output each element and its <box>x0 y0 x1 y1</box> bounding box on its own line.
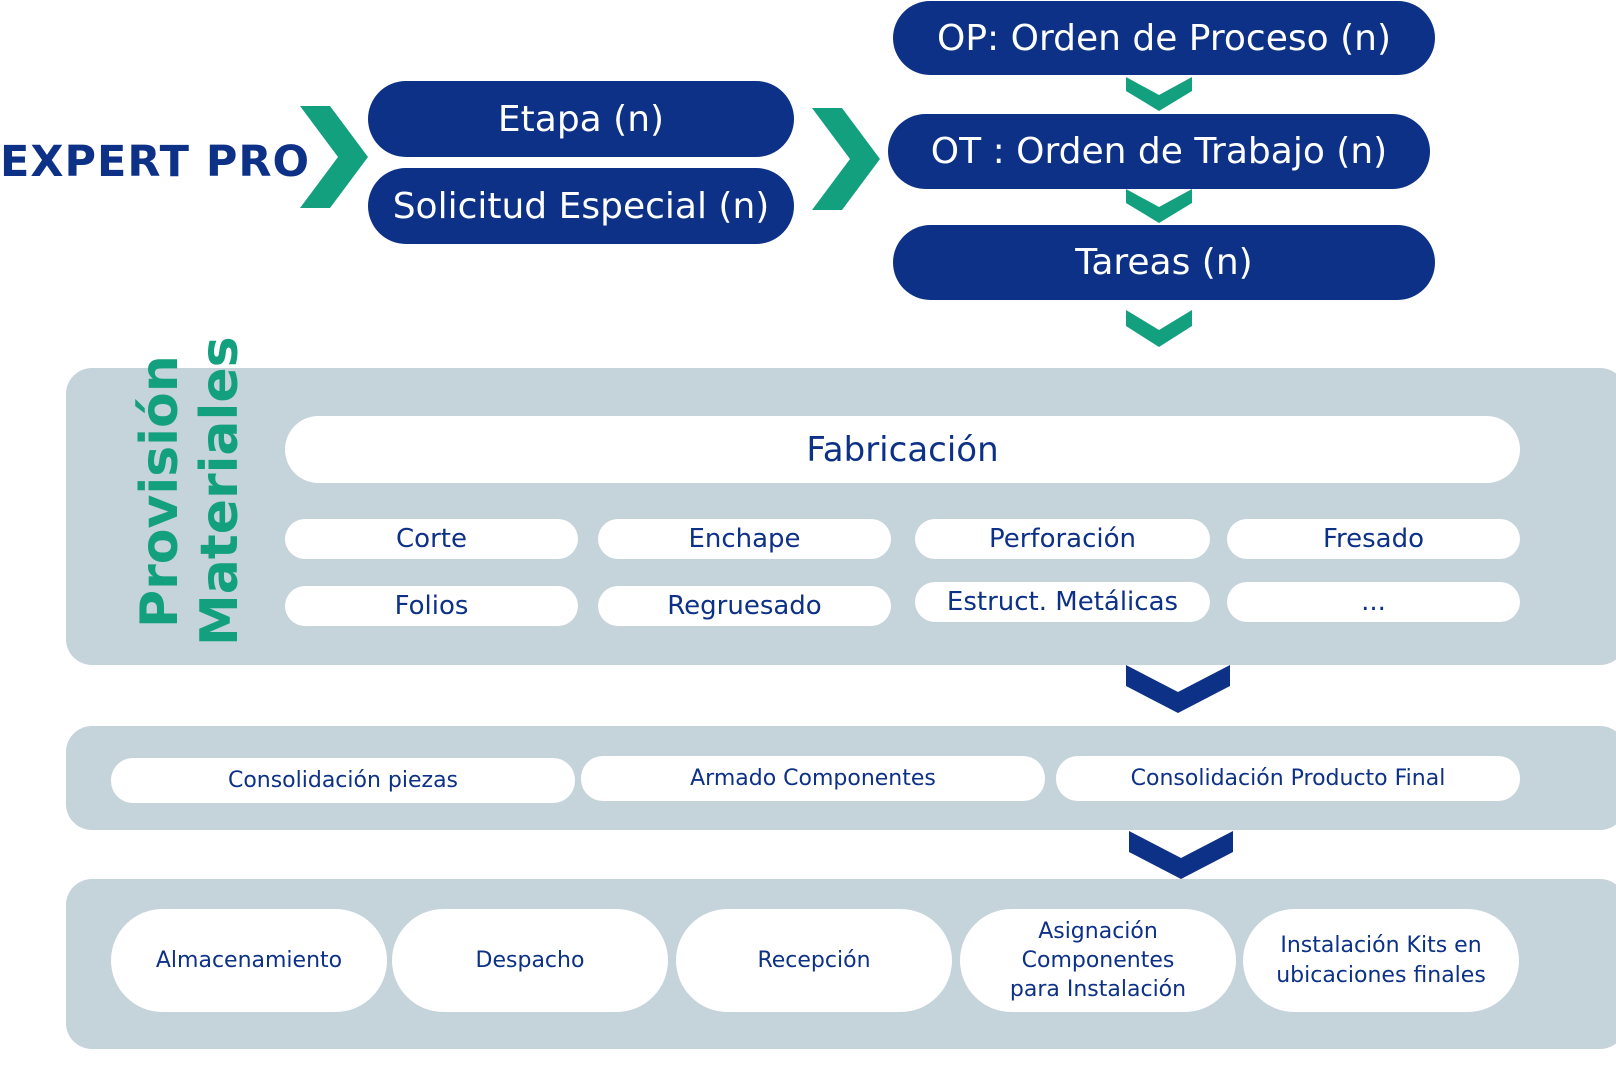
expert-pro-logo: EXPERT PRO <box>0 137 311 187</box>
logistics-item: Instalación Kits en ubicaciones finales <box>1243 909 1519 1012</box>
process-item: Perforación <box>915 519 1210 559</box>
stage-pill: Etapa (n) <box>368 81 794 157</box>
assembly-item: Consolidación piezas <box>111 758 575 803</box>
process-item: Estruct. Metálicas <box>915 582 1210 622</box>
process-item: Regruesado <box>598 586 891 626</box>
materials-label: Materiales <box>190 336 250 646</box>
chevron-down-icon <box>1126 77 1192 111</box>
process-item: ... <box>1227 582 1520 622</box>
logistics-item: Recepción <box>676 909 952 1012</box>
tasks-pill: Tareas (n) <box>893 225 1435 300</box>
logistics-item: Asignación Componentes para Instalación <box>960 909 1236 1012</box>
chevron-right-icon <box>812 108 880 210</box>
chevron-down-icon <box>1126 310 1192 347</box>
logistics-item: Almacenamiento <box>111 909 387 1012</box>
work-order-pill: OT : Orden de Trabajo (n) <box>888 114 1430 189</box>
chevron-right-icon <box>300 106 368 208</box>
fabrication-header: Fabricación <box>285 416 1520 483</box>
logistics-item: Despacho <box>392 909 668 1012</box>
process-item: Fresado <box>1227 519 1520 559</box>
chevron-down-icon <box>1126 189 1192 223</box>
process-item: Enchape <box>598 519 891 559</box>
process-order-pill: OP: Orden de Proceso (n) <box>893 1 1435 75</box>
assembly-item: Consolidación Producto Final <box>1056 756 1520 801</box>
chevron-down-icon <box>1126 665 1230 713</box>
process-item: Corte <box>285 519 578 559</box>
chevron-down-icon <box>1129 831 1233 879</box>
provision-label: Provisión <box>130 355 190 628</box>
special-request-pill: Solicitud Especial (n) <box>368 168 794 244</box>
process-item: Folios <box>285 586 578 626</box>
assembly-item: Armado Componentes <box>581 756 1045 801</box>
